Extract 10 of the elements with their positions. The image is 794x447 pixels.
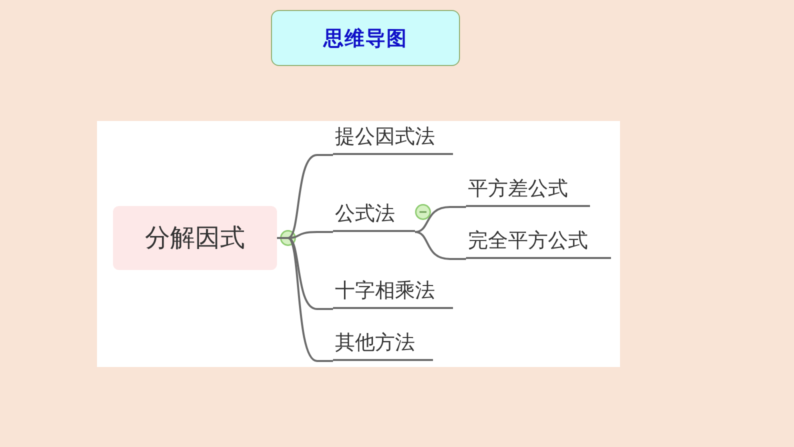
subtopic: 完全平方公式 (466, 224, 611, 259)
title-banner: 思维导图 (271, 10, 460, 66)
subtopic: 其他方法 (333, 327, 433, 361)
subtopic: 平方差公式 (466, 172, 590, 207)
branch-line (414, 231, 466, 260)
subtopic: 公式法 (333, 198, 415, 232)
branch-line (414, 206, 466, 233)
central-topic: 分解因式 (113, 206, 277, 270)
subtopic: 十字相乘法 (333, 275, 453, 309)
subtopic: 提公因式法 (333, 121, 453, 155)
